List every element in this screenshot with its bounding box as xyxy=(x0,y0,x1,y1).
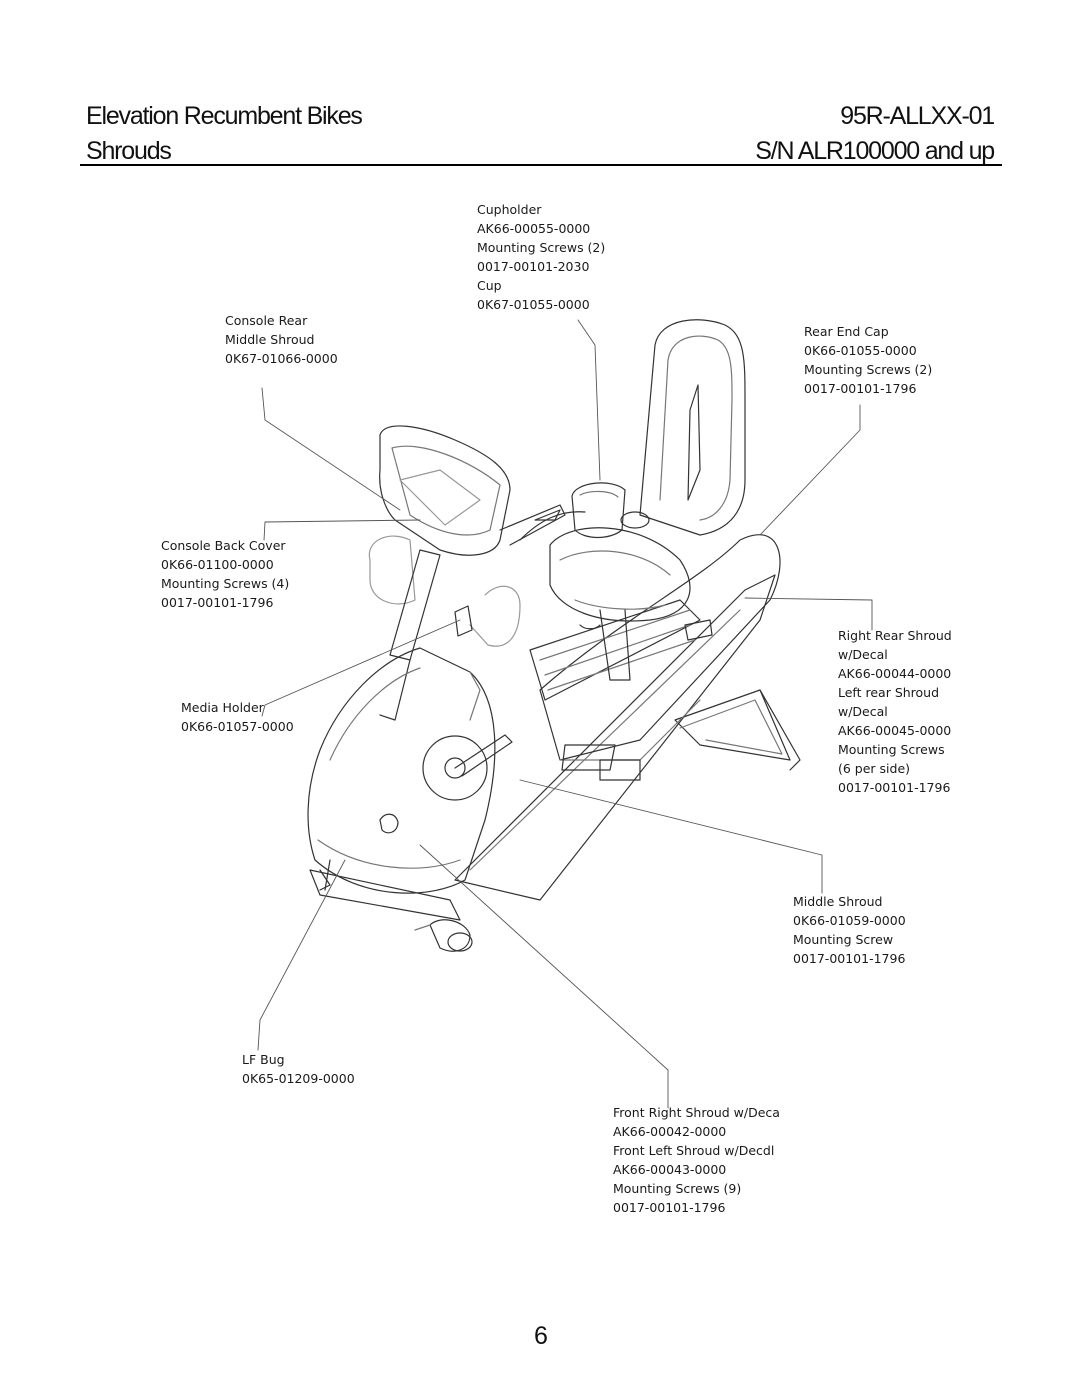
media-holder-callout: Media Holder 0K66-01057-0000 xyxy=(181,698,294,736)
front-shroud-callout: Front Right Shroud w/Deca AK66-00042-000… xyxy=(613,1103,780,1217)
leader-front-shroud xyxy=(419,844,669,1109)
callout-line: 0017-00101-1796 xyxy=(838,780,951,795)
callout-line: 0K66-01059-0000 xyxy=(793,913,906,928)
lf-bug-callout: LF Bug 0K65-01209-0000 xyxy=(242,1050,355,1088)
callout-line: LF Bug xyxy=(242,1052,285,1067)
callout-line: 0017-00101-1796 xyxy=(804,381,917,396)
callout-line: Cupholder xyxy=(477,202,542,217)
callout-line: Mounting Screws (2) xyxy=(804,362,933,377)
callout-line: Mounting Screws (9) xyxy=(613,1181,742,1196)
callout-line: 0017-00101-1796 xyxy=(161,595,274,610)
cupholder-callout: Cupholder AK66-00055-0000 Mounting Screw… xyxy=(477,200,605,314)
page-number: 6 xyxy=(534,1322,548,1350)
product-title: Elevation Recumbent Bikes xyxy=(86,102,363,130)
callout-line: Mounting Screws (2) xyxy=(477,240,606,255)
callout-line: Left rear Shroud xyxy=(838,685,940,700)
callout-line: AK66-00045-0000 xyxy=(838,723,952,738)
callout-line: Console Back Cover xyxy=(161,538,286,553)
leader-lf-bug xyxy=(257,859,346,1051)
callout-line: Front Left Shroud w/Decdl xyxy=(613,1143,775,1158)
console-back-cover-callout: Console Back Cover 0K66-01100-0000 Mount… xyxy=(161,536,289,612)
bike-drawing xyxy=(307,319,801,952)
callout-line: w/Decal xyxy=(838,647,888,662)
callout-line: Console Rear xyxy=(225,313,308,328)
callout-line: 0017-00101-1796 xyxy=(793,951,906,966)
callout-line: 0K66-01057-0000 xyxy=(181,719,294,734)
callout-line: AK66-00044-0000 xyxy=(838,666,952,681)
callout-line: Mounting Screw xyxy=(793,932,894,947)
serial-range: S/N ALR100000 and up xyxy=(755,137,995,165)
leader-lines xyxy=(257,319,873,1109)
callout-line: Right Rear Shroud xyxy=(838,628,952,643)
leader-media-holder xyxy=(261,619,461,717)
callout-line: 0017-00101-2030 xyxy=(477,259,590,274)
callout-line: 0K67-01055-0000 xyxy=(477,297,590,312)
callout-line: Media Holder xyxy=(181,700,264,715)
middle-shroud-callout: Middle Shroud 0K66-01059-0000 Mounting S… xyxy=(793,892,906,968)
callout-line: Front Right Shroud w/Deca xyxy=(613,1105,780,1120)
callout-line: 0K66-01055-0000 xyxy=(804,343,917,358)
console-rear-middle-shroud-callout: Console Rear Middle Shroud 0K67-01066-00… xyxy=(225,311,338,368)
callout-line: 0K67-01066-0000 xyxy=(225,351,338,366)
callout-line: AK66-00043-0000 xyxy=(613,1162,727,1177)
callout-line: 0K66-01100-0000 xyxy=(161,557,274,572)
model-number: 95R-ALLXX-01 xyxy=(840,102,995,130)
rear-end-cap-callout: Rear End Cap 0K66-01055-0000 Mounting Sc… xyxy=(804,322,932,398)
callout-line: AK66-00055-0000 xyxy=(477,221,591,236)
header-rule xyxy=(80,164,1002,166)
callout-line: Cup xyxy=(477,278,502,293)
callout-line: Mounting Screws (4) xyxy=(161,576,290,591)
leader-console-rear xyxy=(261,387,401,511)
callout-line: w/Decal xyxy=(838,704,888,719)
callout-line: Middle Shroud xyxy=(225,332,315,347)
callout-line: (6 per side) xyxy=(838,761,911,776)
callout-line: 0K65-01209-0000 xyxy=(242,1071,355,1086)
leader-cupholder xyxy=(577,319,601,481)
callout-line: AK66-00042-0000 xyxy=(613,1124,727,1139)
leader-console-back-cover xyxy=(263,519,421,541)
callout-line: Middle Shroud xyxy=(793,894,883,909)
leader-rear-end-cap xyxy=(759,404,861,536)
callout-line: 0017-00101-1796 xyxy=(613,1200,726,1215)
leader-right-rear-shroud xyxy=(744,597,873,631)
right-rear-shroud-callout: Right Rear Shroud w/Decal AK66-00044-000… xyxy=(838,626,952,797)
callout-line: Rear End Cap xyxy=(804,324,889,339)
callout-line: Mounting Screws xyxy=(838,742,945,757)
leader-middle-shroud xyxy=(519,779,823,894)
section-title: Shrouds xyxy=(86,137,172,165)
